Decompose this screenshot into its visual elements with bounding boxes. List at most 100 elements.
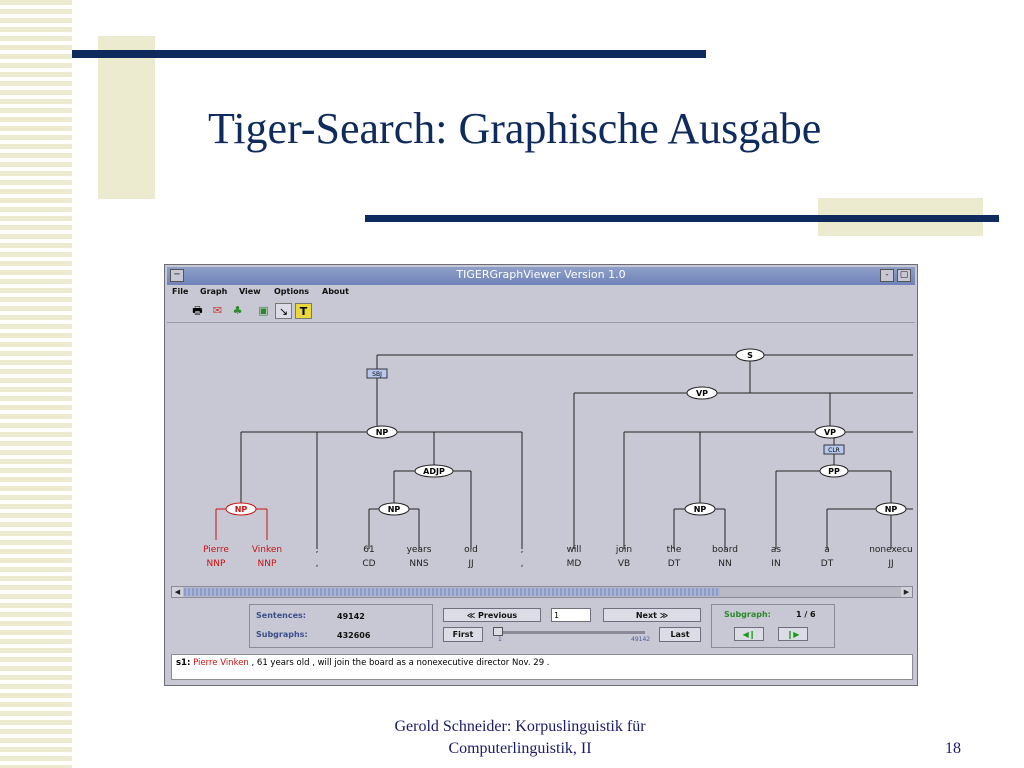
token-pos-tag: ,	[521, 559, 524, 569]
token-pos-tag: NN	[718, 559, 731, 569]
svg-text:SBJ: SBJ	[372, 371, 382, 378]
token-word[interactable]: as	[771, 545, 782, 555]
token-word[interactable]: ,	[316, 545, 319, 555]
decorative-block-top	[98, 36, 155, 199]
decorative-bar-right	[365, 215, 999, 222]
menu-file[interactable]: File	[172, 287, 189, 296]
svg-text:NP: NP	[885, 505, 898, 514]
next-button[interactable]: Next ≫	[603, 608, 701, 622]
sentence-slider[interactable]: 1 49142	[491, 627, 657, 645]
token-word[interactable]: a	[824, 545, 830, 555]
printer-icon[interactable]: 🖶	[192, 304, 203, 317]
subgraph-panel: Subgraph: 1 / 6 ◀❙ ❙▶	[711, 604, 835, 648]
scrollbar-thumb[interactable]	[184, 588, 720, 596]
menu-graph[interactable]: Graph	[200, 287, 228, 296]
next-subgraph-button[interactable]: ❙▶	[778, 627, 808, 641]
edge-label-sbj: SBJ	[366, 368, 388, 379]
graph-canvas[interactable]: SBJ CLR S VP NP VP ADJP PP NP NP NP NP P…	[171, 325, 913, 584]
sentence-rest: , 61 years old , will join the board as …	[248, 658, 550, 668]
token-word[interactable]: 61	[363, 545, 374, 555]
token-pos-tag: DT	[668, 559, 681, 569]
token-word[interactable]: the	[667, 545, 682, 555]
page-number: 18	[945, 740, 961, 757]
node-adjp[interactable]: ADJP	[414, 464, 454, 478]
node-np-right[interactable]: NP	[875, 502, 907, 516]
node-np-red[interactable]: NP	[225, 502, 257, 516]
footer-line-1: Gerold Schneider: Korpuslinguistik für	[394, 718, 646, 735]
slider-track	[495, 631, 645, 634]
token-word[interactable]: ,	[521, 545, 524, 555]
svg-text:S: S	[747, 351, 753, 360]
svg-text:VP: VP	[696, 389, 708, 398]
subgraph-label: Subgraph:	[724, 610, 771, 619]
token-word[interactable]: join	[615, 545, 632, 555]
corpus-info-panel: Sentences: 49142 Subgraphs: 432606	[249, 604, 433, 648]
token-pos-tag: JJ	[887, 559, 893, 569]
slide-title: Tiger-Search: Graphische Ausgabe	[208, 104, 822, 153]
decorative-bar-top	[72, 50, 706, 58]
sentence-id: s1:	[176, 658, 191, 668]
svg-text:NP: NP	[694, 505, 707, 514]
token-word[interactable]: Pierre	[203, 545, 229, 555]
node-vp2[interactable]: VP	[814, 425, 846, 439]
first-button[interactable]: First	[443, 627, 483, 642]
token-word[interactable]: Vinken	[252, 545, 282, 555]
pointer-icon[interactable]: ↘	[275, 303, 292, 319]
token-word[interactable]: years	[407, 545, 432, 555]
sentence-highlight: Pierre Vinken	[193, 658, 249, 668]
tree-icon[interactable]: ♣	[232, 304, 243, 317]
token-word[interactable]: nonexecu	[869, 545, 913, 555]
menubar: File Graph View Options About	[167, 286, 915, 300]
horizontal-scrollbar[interactable]: ◀ ▶	[171, 586, 913, 598]
mail-icon[interactable]: ✉	[212, 304, 223, 317]
sentence-number-input[interactable]: 1	[551, 608, 591, 622]
slider-max-label: 49142	[631, 636, 651, 643]
subgraph-value: 1 / 6	[796, 610, 816, 619]
window-menu-icon[interactable]: ─	[170, 269, 184, 282]
token-pos-tag: CD	[362, 559, 375, 569]
svg-text:ADJP: ADJP	[423, 467, 445, 476]
node-vp1[interactable]: VP	[686, 386, 718, 400]
maximize-icon[interactable]: ▢	[897, 269, 911, 282]
token-word[interactable]: board	[712, 545, 738, 555]
menu-about[interactable]: About	[322, 287, 349, 296]
token-pos-tag: JJ	[467, 559, 473, 569]
window-titlebar[interactable]: ─ TIGERGraphViewer Version 1.0 - ▢	[167, 267, 915, 285]
decorative-stripes	[0, 0, 72, 768]
slider-min-label: 1	[498, 636, 502, 643]
menu-options[interactable]: Options	[274, 287, 310, 296]
previous-subgraph-button[interactable]: ◀❙	[734, 627, 764, 641]
minimize-icon[interactable]: -	[880, 269, 894, 282]
svg-text:CLR: CLR	[828, 447, 840, 454]
export-icon[interactable]: ▣	[258, 304, 269, 317]
edge-label-clr: CLR	[823, 444, 845, 455]
menu-view[interactable]: View	[239, 287, 261, 296]
tiger-graph-viewer-window: ─ TIGERGraphViewer Version 1.0 - ▢ File …	[164, 264, 918, 686]
token-pos-tag: IN	[771, 559, 780, 569]
syntax-tree: SBJ CLR S VP NP VP ADJP PP NP NP NP NP P…	[203, 348, 913, 569]
svg-text:NP: NP	[235, 505, 248, 514]
toolbar: 🖶 ✉ ♣ ▣ ↘ T	[167, 301, 915, 323]
last-button[interactable]: Last	[659, 627, 701, 642]
token-pos-tag: MD	[567, 559, 582, 569]
node-np-years[interactable]: NP	[378, 502, 410, 516]
token-pos-tag: ,	[316, 559, 319, 569]
svg-text:NP: NP	[388, 505, 401, 514]
slide-footer: Gerold Schneider: Korpuslinguistik für C…	[350, 716, 690, 760]
token-pos-tag: NNP	[258, 559, 277, 569]
text-icon[interactable]: T	[295, 303, 312, 319]
footer-line-2: Computerlinguistik, II	[448, 740, 592, 757]
sentence-display: s1: Pierre Vinken , 61 years old , will …	[171, 654, 913, 680]
scroll-left-icon[interactable]: ◀	[172, 587, 183, 597]
token-word[interactable]: old	[464, 545, 478, 555]
node-np-board[interactable]: NP	[684, 502, 716, 516]
sentences-value: 49142	[337, 612, 365, 621]
node-np-subject[interactable]: NP	[366, 425, 398, 439]
token-pos-tag: NNS	[409, 559, 428, 569]
previous-button[interactable]: ≪ Previous	[443, 608, 541, 622]
scroll-right-icon[interactable]: ▶	[901, 587, 912, 597]
slider-thumb[interactable]	[493, 627, 503, 636]
token-word[interactable]: will	[567, 545, 582, 555]
node-s[interactable]: S	[735, 348, 765, 362]
node-pp[interactable]: PP	[819, 464, 849, 478]
